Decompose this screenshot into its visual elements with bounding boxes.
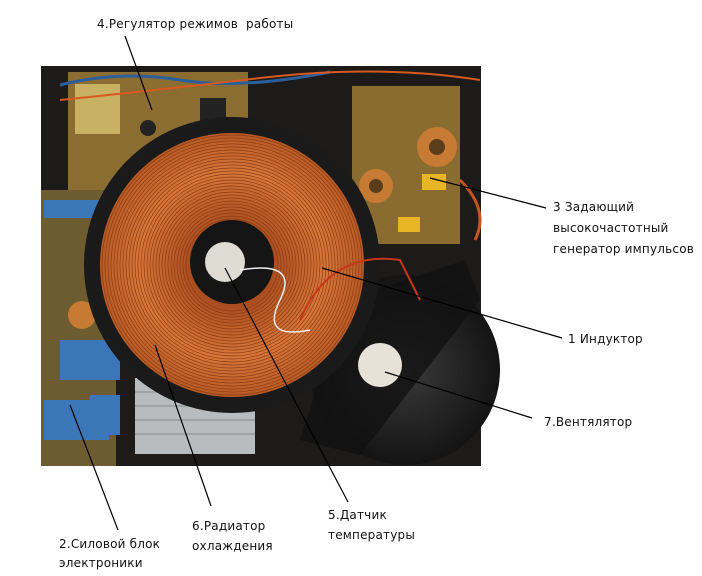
leader-sensor (224, 267, 349, 503)
leader-power (69, 404, 119, 531)
coil-winding (116, 149, 348, 381)
label-radiator-line2: охлаждения (192, 539, 273, 553)
leader-radiator (154, 344, 212, 507)
coil-winding (152, 185, 312, 345)
leader-fan (384, 371, 533, 419)
coil-winding (164, 197, 300, 333)
label-radiator-line1: 6.Радиатор (192, 519, 266, 533)
label-sensor-line2: температуры (328, 528, 416, 542)
coil-winding (158, 191, 306, 339)
coil-winding (122, 155, 342, 375)
coil-winding (146, 179, 318, 351)
coil-winding (128, 161, 336, 369)
coil-winding (143, 176, 321, 354)
leader-inductor (321, 267, 563, 339)
label-generator-line2: высокочастотный (553, 221, 669, 235)
coil-winding (179, 212, 285, 318)
coil-winding (176, 209, 288, 321)
coil-winding (170, 203, 294, 327)
coil-winding (167, 200, 297, 330)
label-sensor-line1: 5.Датчик (328, 508, 387, 522)
transformer (75, 84, 120, 134)
coil-winding (137, 170, 327, 360)
coil-winding (134, 167, 330, 363)
coil-winding (131, 164, 333, 366)
coil-winding (107, 140, 357, 390)
coil-winding (119, 152, 345, 378)
coil-winding (161, 194, 303, 336)
label-generator-line3: генератор импульсов (553, 242, 695, 256)
leader-regulator (124, 35, 153, 111)
coil-winding (185, 218, 279, 312)
label-regulator: 4.Регулятор режимов работы (97, 17, 294, 31)
coil-winding (149, 182, 315, 348)
capacitor (422, 174, 446, 190)
coil-winding (155, 188, 309, 342)
label-power-line2: электроники (59, 556, 143, 570)
label-generator-line1: 3 Задающий (553, 200, 635, 214)
coil-winding (110, 143, 354, 387)
coil-winding (125, 158, 339, 372)
leader-generator (429, 177, 547, 209)
temperature-sensor (205, 242, 245, 282)
coil-winding (140, 173, 324, 357)
label-power-line1: 2.Силовой блок (59, 537, 161, 551)
label-inductor: 1 Индуктор (568, 332, 643, 346)
coil-winding (104, 137, 360, 393)
capacitor (140, 120, 156, 136)
coil-winding (173, 206, 291, 324)
coil-winding (101, 134, 363, 396)
label-fan: 7.Вентялятор (544, 415, 633, 429)
coil-winding (182, 215, 282, 315)
